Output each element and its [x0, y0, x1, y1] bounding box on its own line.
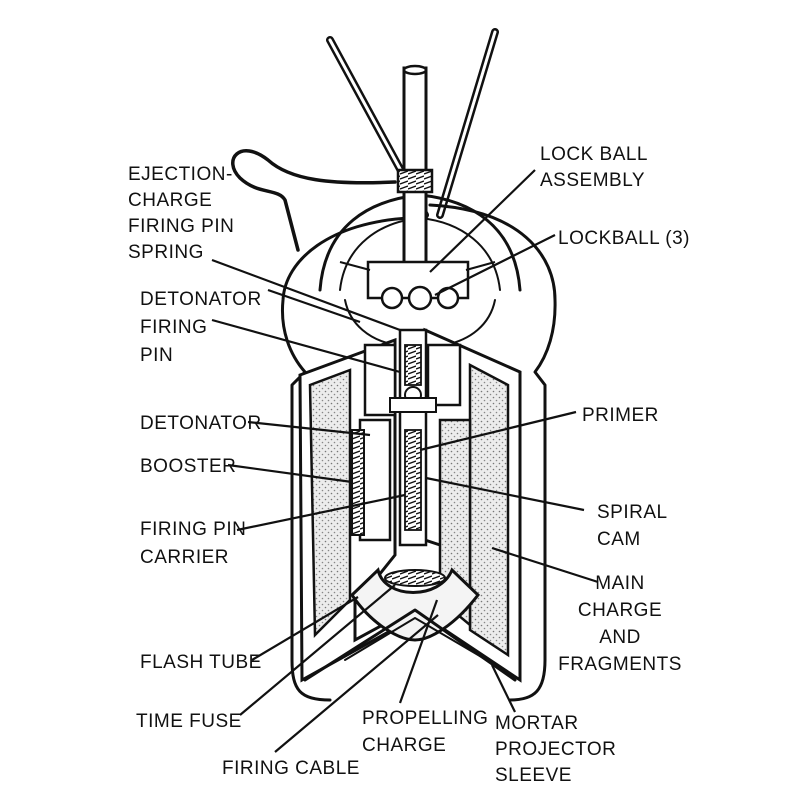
- label-line: MORTAR: [495, 713, 579, 734]
- label-line: BOOSTER: [140, 456, 236, 477]
- label-line: ASSEMBLY: [540, 170, 645, 191]
- label-main-charge-fragments: MAIN CHARGE AND FRAGMENTS: [558, 573, 682, 675]
- label-line: CHARGE: [128, 190, 212, 211]
- label-line: TIME FUSE: [136, 711, 242, 732]
- label-line: CHARGE: [578, 600, 662, 621]
- label-line: LOCKBALL (3): [558, 228, 690, 249]
- labels: EJECTION- CHARGE FIRING PIN SPRING LOCK BAL…: [128, 144, 690, 786]
- label-mortar-projector-sleeve: MORTAR PROJECTOR SLEEVE: [495, 713, 616, 786]
- label-line: DETONATOR: [140, 289, 262, 310]
- label-line: DETONATOR: [140, 413, 262, 434]
- main-charge-left: [308, 368, 352, 638]
- propelling-charge: [350, 567, 481, 642]
- label-line: AND: [599, 627, 641, 648]
- lock-ball-assembly: [339, 260, 496, 311]
- label-detonator: DETONATOR: [140, 413, 262, 434]
- leader-lines: [211, 169, 599, 753]
- main-charge-right: [468, 362, 510, 658]
- label-line: PROJECTOR: [495, 739, 616, 760]
- label-lockball: LOCKBALL (3): [558, 228, 690, 249]
- label-ejection-charge-firing-pin-spring: EJECTION- CHARGE FIRING PIN SPRING: [128, 164, 234, 263]
- label-line: EJECTION-: [128, 164, 233, 185]
- label-line: FRAGMENTS: [558, 654, 682, 675]
- label-line: SPRING: [128, 242, 204, 263]
- label-line: MAIN: [595, 573, 645, 594]
- label-time-fuse: TIME FUSE: [136, 711, 242, 732]
- label-line: FIRING: [140, 317, 207, 338]
- label-detonator-firing-pin: DETONATOR FIRING PIN: [140, 289, 262, 366]
- label-line: PRIMER: [582, 405, 659, 426]
- label-line: PIN: [140, 345, 173, 366]
- label-firing-cable: FIRING CABLE: [222, 758, 360, 779]
- label-line: PROPELLING: [362, 708, 488, 729]
- label-line: SPIRAL: [597, 502, 668, 523]
- label-primer: PRIMER: [582, 405, 659, 426]
- label-line: FIRING PIN: [140, 519, 246, 540]
- label-line: LOCK BALL: [540, 144, 648, 165]
- label-flash-tube: FLASH TUBE: [140, 652, 262, 673]
- mortar-sleeve-left: [280, 216, 412, 702]
- label-line: SLEEVE: [495, 765, 572, 786]
- mortar-sleeve-right: [428, 203, 557, 702]
- label-lock-ball-assembly: LOCK BALL ASSEMBLY: [540, 144, 648, 191]
- trip-loop: [231, 149, 397, 252]
- label-line: FIRING CABLE: [222, 758, 360, 779]
- label-firing-pin-carrier: FIRING PIN CARRIER: [140, 519, 246, 568]
- label-line: FLASH TUBE: [140, 652, 262, 673]
- label-spiral-cam: SPIRAL CAM: [597, 502, 668, 550]
- label-line: CAM: [597, 529, 641, 550]
- label-line: CHARGE: [362, 735, 446, 756]
- label-line: CARRIER: [140, 547, 229, 568]
- illustration: [231, 28, 557, 702]
- label-line: FIRING PIN: [128, 216, 234, 237]
- label-propelling-charge: PROPELLING CHARGE: [362, 708, 488, 756]
- label-booster: BOOSTER: [140, 456, 236, 477]
